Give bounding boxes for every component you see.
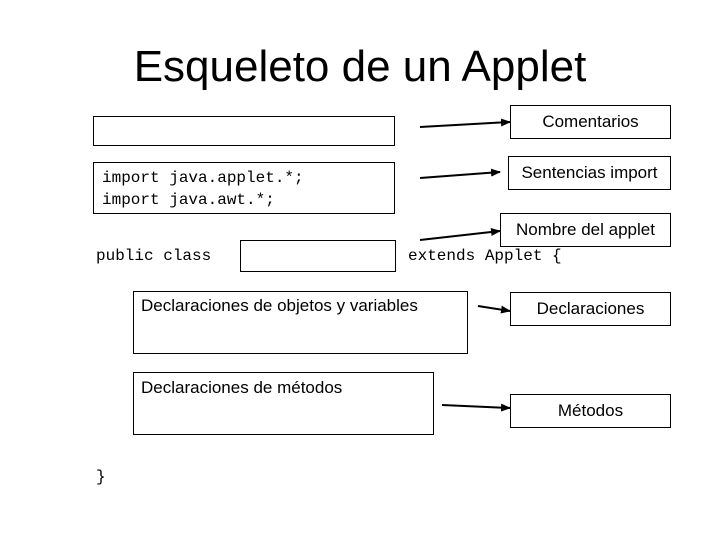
declarations-objects-text: Declaraciones de objetos y variables [141,296,418,315]
closing-brace: } [96,468,106,486]
arrow-comments [419,118,511,128]
arrow-applet-name [419,228,501,241]
import-line-2: import java.awt.*; [102,191,275,209]
applet-name-box [240,240,396,272]
methods-box: Declaraciones de métodos [133,372,434,435]
arrow-declarations [477,305,511,314]
label-applet-name: Nombre del applet [500,213,671,247]
label-imports: Sentencias import [508,156,671,190]
label-declarations: Declaraciones [510,292,671,326]
arrow-imports [419,168,501,179]
label-comments: Comentarios [510,105,671,139]
imports-box: import java.applet.*; import java.awt.*; [93,162,395,214]
label-methods: Métodos [510,394,671,428]
public-class-keyword: public class [96,247,212,265]
import-line-1: import java.applet.*; [102,169,304,187]
diagram-title: Esqueleto de un Applet [133,42,587,91]
extends-applet: extends Applet { [408,247,562,265]
declarations-methods-text: Declaraciones de métodos [141,378,343,397]
declarations-box: Declaraciones de objetos y variables [133,291,468,354]
arrow-methods [441,403,511,412]
comments-box [93,116,395,146]
